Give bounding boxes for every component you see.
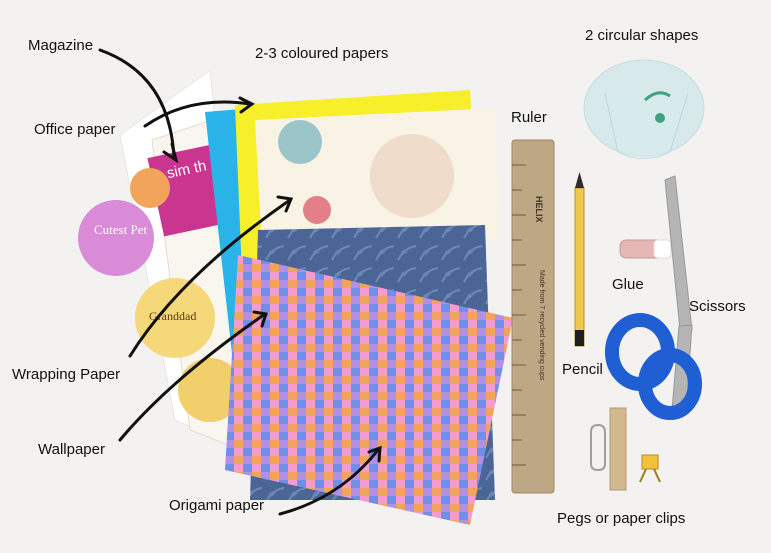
label-circular-shapes: 2 circular shapes bbox=[585, 27, 699, 44]
wallpaper-arrowhead bbox=[252, 310, 268, 328]
ruler-caption: Made from 7 recycled vending cups bbox=[538, 270, 545, 381]
label-pegs-or-clips: Pegs or paper clips bbox=[557, 510, 686, 527]
ruler-brand: HELIX bbox=[534, 196, 544, 223]
office-paper-arrowhead bbox=[238, 96, 255, 114]
annotation-arrows bbox=[98, 48, 382, 516]
origami-paper-arrow bbox=[278, 448, 380, 516]
glass-circular-shape bbox=[583, 59, 705, 159]
pencil bbox=[574, 172, 585, 347]
ruler: HELIX Made from 7 recycled vending cups bbox=[511, 139, 555, 494]
sticker-1-text: Cutest Pet bbox=[94, 222, 147, 237]
origami-paper-arrowhead bbox=[367, 445, 382, 463]
label-coloured-papers: 2-3 coloured papers bbox=[255, 45, 389, 62]
label-pencil: Pencil bbox=[562, 361, 603, 378]
label-glue: Glue bbox=[612, 276, 644, 293]
wallpaper-arrow bbox=[118, 312, 267, 442]
label-magazine: Magazine bbox=[28, 37, 94, 54]
label-ruler: Ruler bbox=[511, 109, 547, 126]
glue-stick bbox=[619, 239, 672, 259]
wrapping-paper-arrow bbox=[128, 198, 292, 358]
label-scissors: Scissors bbox=[689, 298, 746, 315]
office-paper-arrow bbox=[143, 100, 252, 128]
magazine-arrow bbox=[98, 48, 176, 160]
wrapping-paper-arrowhead bbox=[276, 195, 294, 213]
label-wrapping-paper: Wrapping Paper bbox=[12, 366, 121, 383]
scissors bbox=[605, 175, 702, 420]
paper-clips-and-peg bbox=[590, 407, 661, 491]
sticker-sheet: Cutest Pet Granddad bbox=[78, 168, 242, 422]
origami-paper-sheet bbox=[225, 255, 513, 525]
decorative-print-paper bbox=[255, 108, 500, 250]
label-office-paper: Office paper bbox=[34, 121, 116, 138]
label-wallpaper: Wallpaper bbox=[38, 441, 105, 458]
label-origami-paper: Origami paper bbox=[169, 497, 265, 514]
magazine-arrowhead bbox=[162, 142, 179, 164]
